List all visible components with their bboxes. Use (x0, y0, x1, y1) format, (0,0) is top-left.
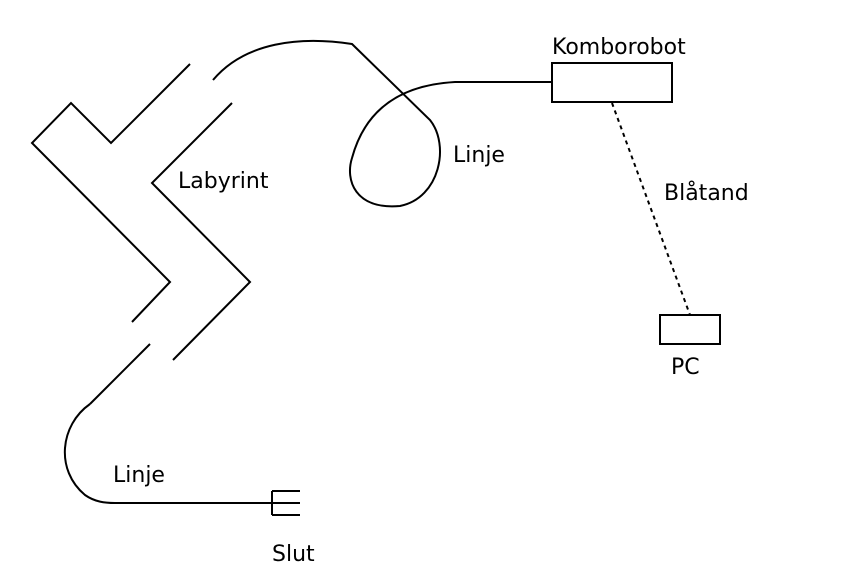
track-line-top (212, 39, 552, 208)
track-line-bottom (63, 403, 290, 504)
labyrinth-inner-wall (150, 102, 252, 361)
linje-top-label: Linje (453, 143, 505, 168)
blatand-label: Blåtand (664, 180, 749, 206)
bluetooth-link (611, 102, 691, 316)
labyrint-label: Labyrint (178, 169, 269, 194)
labyrinth (30, 63, 252, 405)
pc-label: PC (671, 355, 700, 380)
slut-label: Slut (272, 542, 315, 567)
pc-box (659, 314, 721, 345)
komborobot-box (551, 62, 673, 103)
linje-bottom-label: Linje (113, 463, 165, 488)
labyrinth-outer-wall (30, 63, 191, 323)
komborobot-label: Komborobot (552, 35, 686, 60)
labyrinth-exit-wall (89, 343, 151, 405)
finish-marker-icon (271, 490, 300, 516)
